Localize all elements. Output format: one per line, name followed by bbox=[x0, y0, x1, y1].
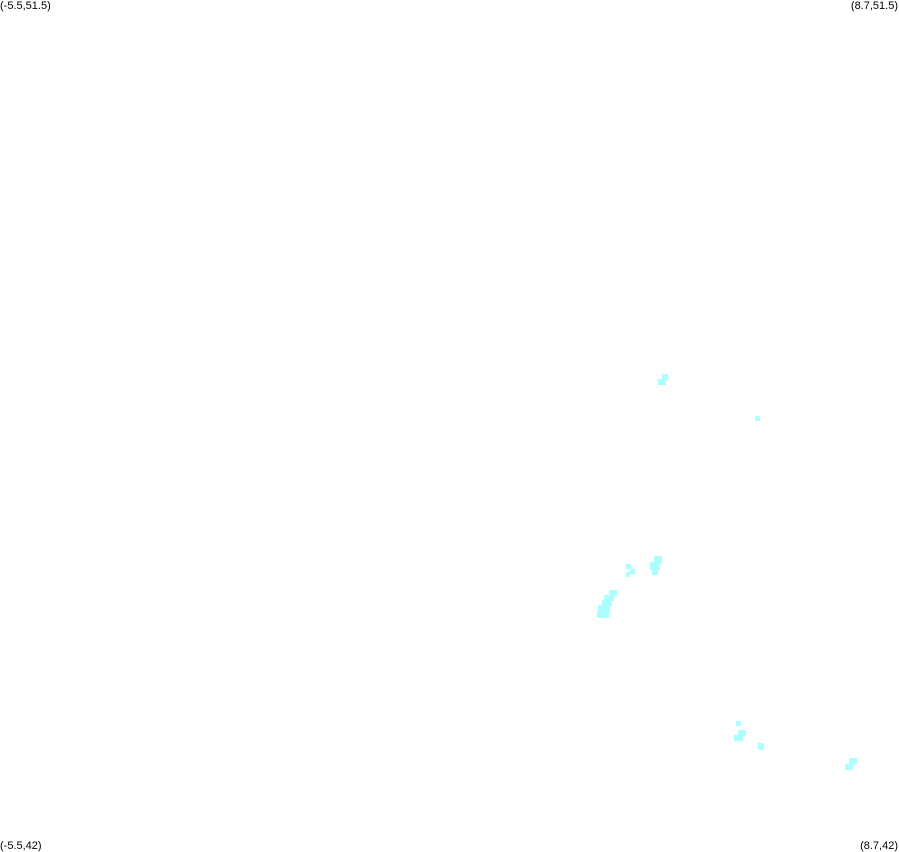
map-cell bbox=[734, 735, 743, 741]
corner-label-bottom-right: (8.7,42) bbox=[860, 840, 898, 852]
map-cell bbox=[845, 764, 853, 770]
map-cell bbox=[738, 730, 746, 736]
map-cell bbox=[652, 569, 658, 575]
map-cell bbox=[662, 374, 668, 380]
map-cell bbox=[604, 595, 614, 601]
map-cell bbox=[650, 562, 660, 570]
map-cell bbox=[849, 758, 857, 764]
highlighted-cells-south bbox=[734, 721, 857, 770]
highlighted-cells-central bbox=[597, 556, 662, 618]
map-cell bbox=[597, 611, 609, 618]
corner-label-top-left: (-5.5,51.5) bbox=[0, 0, 51, 12]
highlighted-cells-north bbox=[658, 374, 760, 421]
map-cell bbox=[598, 605, 610, 613]
map-cell bbox=[658, 379, 666, 385]
map-cell bbox=[736, 721, 741, 726]
map-cell bbox=[630, 569, 635, 574]
map-cell bbox=[609, 590, 617, 596]
map-cell bbox=[602, 600, 612, 606]
map-cell bbox=[758, 743, 764, 750]
map-cell bbox=[654, 556, 662, 564]
map-cell bbox=[755, 416, 760, 421]
corner-label-top-right: (8.7,51.5) bbox=[850, 0, 898, 12]
corner-label-bottom-left: (-5.5,42) bbox=[0, 840, 42, 852]
map-cell bbox=[626, 572, 630, 577]
map-cell bbox=[626, 564, 631, 569]
